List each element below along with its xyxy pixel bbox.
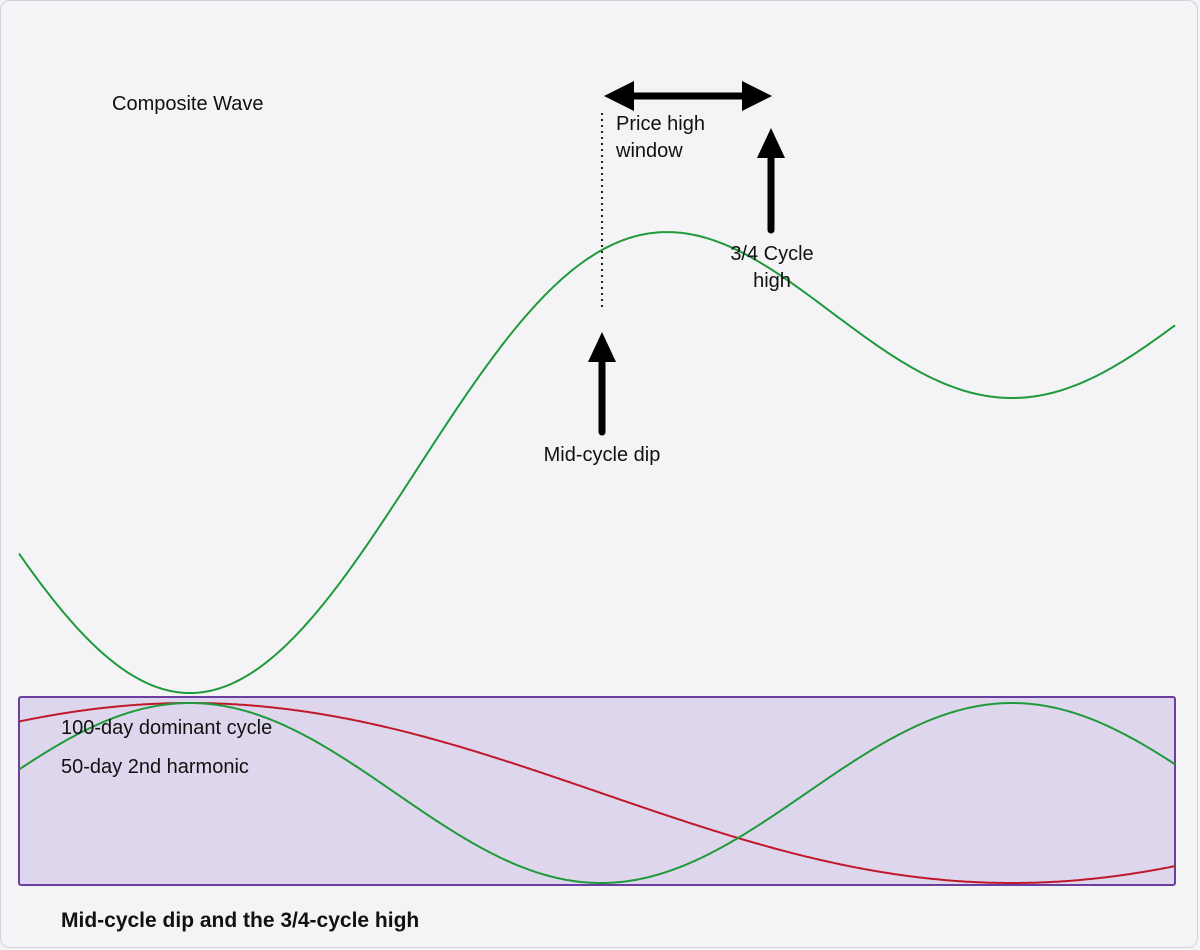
price-high-window-label-line1: Price high [616,113,705,135]
mid-cycle-dip-label: Mid-cycle dip [544,444,661,466]
legend-harmonic-cycle: 50-day 2nd harmonic [61,756,249,778]
mid-cycle-dip-arrow [588,332,616,436]
composite-wave-line [18,231,1176,694]
composite-wave-label: Composite Wave [112,93,264,115]
three-quarter-high-arrow [757,128,785,234]
price-high-window-arrow [604,81,772,111]
diagram-caption: Mid-cycle dip and the 3/4-cycle high [61,909,419,932]
price-high-window-label-line2: window [615,140,683,162]
three-quarter-high-label-line1: 3/4 Cycle [730,243,813,265]
harmonic-cycle-line [19,702,1175,884]
legend-dominant-cycle: 100-day dominant cycle [61,717,272,739]
three-quarter-high-label-line2: high [753,270,791,292]
